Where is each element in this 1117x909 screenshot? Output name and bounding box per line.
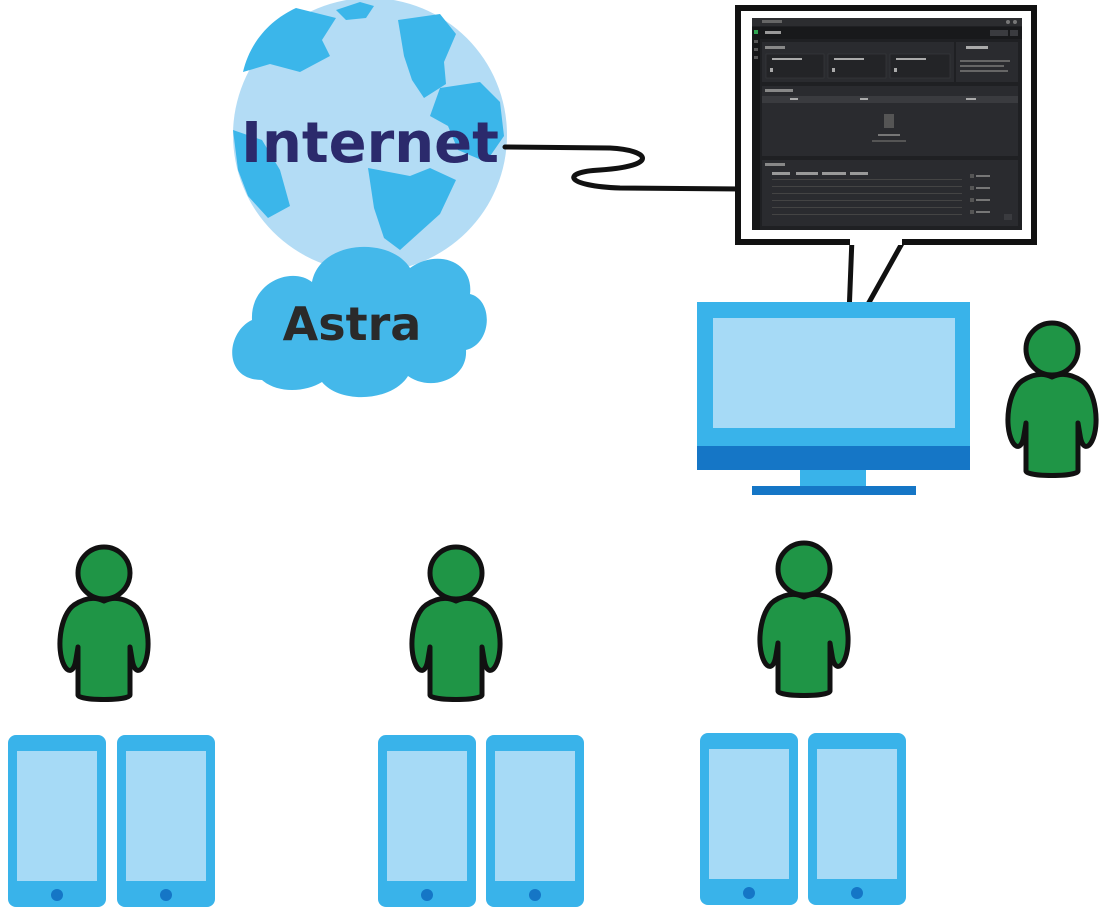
tablet-group-2	[378, 735, 584, 907]
app-screenshot-callout	[735, 5, 1037, 343]
tablet-group-1	[8, 735, 215, 907]
app-screenshot	[752, 18, 1022, 230]
globe-landmasses	[233, 2, 504, 250]
user-person-1	[60, 547, 148, 700]
monitor-screen	[713, 318, 955, 428]
user-person-2	[412, 547, 500, 700]
monitor-neck	[800, 470, 866, 486]
astra-cloud: Astra	[232, 246, 487, 398]
internet-globe: Internet	[233, 0, 507, 272]
tablet	[378, 735, 476, 907]
monitor	[697, 302, 970, 495]
globe-label: Internet	[241, 111, 499, 176]
connection-cable	[502, 144, 745, 192]
admin-person	[1008, 323, 1096, 476]
tablet	[8, 735, 106, 907]
cloud-shape	[232, 246, 487, 398]
tablet	[700, 733, 798, 905]
user-person-3	[760, 543, 848, 696]
cloud-label: Astra	[283, 297, 422, 351]
tablet	[117, 735, 215, 907]
tablet	[486, 735, 584, 907]
monitor-bezel-bottom	[697, 446, 970, 470]
tablet	[808, 733, 906, 905]
monitor-base	[752, 486, 916, 495]
tablet-group-3	[700, 733, 906, 905]
